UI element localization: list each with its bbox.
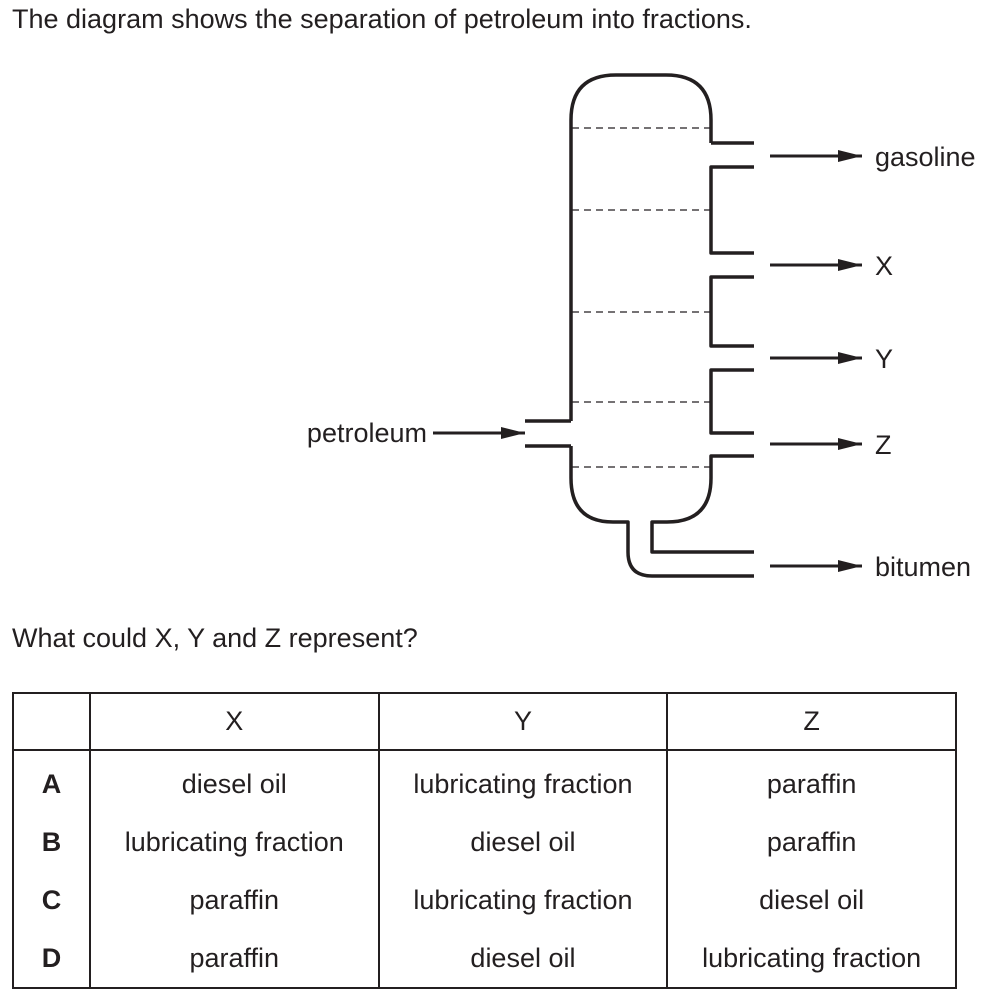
option-row-b: B lubricating fraction diesel oil paraff… xyxy=(12,813,957,871)
option-x: paraffin xyxy=(88,871,380,929)
x-label: X xyxy=(875,251,893,281)
header-y: Y xyxy=(377,692,669,751)
option-z: paraffin xyxy=(666,750,957,813)
option-letter: D xyxy=(12,929,91,989)
option-x: diesel oil xyxy=(88,750,380,813)
option-z: paraffin xyxy=(666,813,957,871)
z-label: Z xyxy=(875,430,892,460)
option-letter: B xyxy=(12,813,91,871)
option-row-a: A diesel oil lubricating fraction paraff… xyxy=(12,750,957,813)
option-letter: A xyxy=(12,750,91,813)
option-z: lubricating fraction xyxy=(666,929,957,989)
header-z: Z xyxy=(666,692,957,751)
gasoline-label: gasoline xyxy=(875,142,976,172)
option-y: diesel oil xyxy=(377,813,669,871)
option-y: lubricating fraction xyxy=(377,871,669,929)
fractionating-column-diagram: petroleum gasoline X Y Z bitumen xyxy=(307,73,976,582)
header-x: X xyxy=(88,692,380,751)
column-outline xyxy=(525,73,754,578)
table-header-row: X Y Z xyxy=(12,692,957,751)
option-x: paraffin xyxy=(88,929,380,989)
option-y: lubricating fraction xyxy=(377,750,669,813)
option-x: lubricating fraction xyxy=(88,813,380,871)
question-text: What could X, Y and Z represent? xyxy=(12,623,418,653)
option-row-c: C paraffin lubricating fraction diesel o… xyxy=(12,871,957,929)
option-row-d: D paraffin diesel oil lubricating fracti… xyxy=(12,929,957,989)
bitumen-label: bitumen xyxy=(875,552,971,582)
y-label: Y xyxy=(875,344,893,374)
answer-options-table: X Y Z A diesel oil lubricating fraction … xyxy=(12,692,957,989)
intro-text: The diagram shows the separation of petr… xyxy=(12,4,752,34)
petroleum-label: petroleum xyxy=(307,418,427,448)
option-letter: C xyxy=(12,871,91,929)
flow-arrows xyxy=(433,150,862,572)
header-blank-cell xyxy=(12,692,91,751)
tray-lines xyxy=(572,127,710,468)
option-y: diesel oil xyxy=(377,929,669,989)
option-z: diesel oil xyxy=(666,871,957,929)
